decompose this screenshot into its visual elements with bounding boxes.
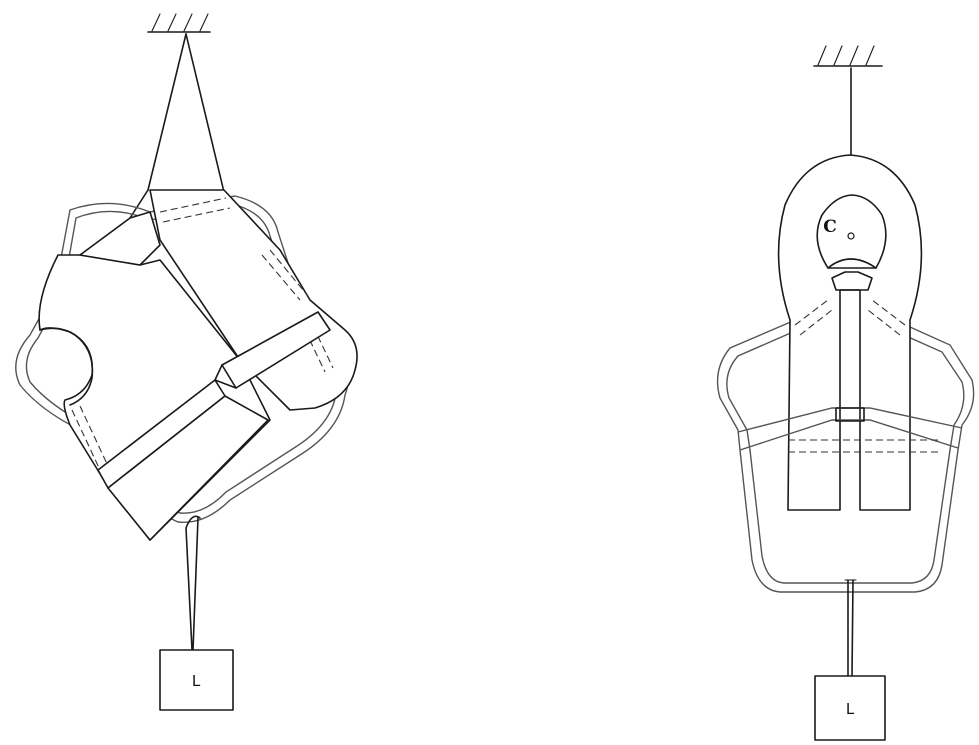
- right-figure: C L: [716, 45, 975, 741]
- right-belt-strap: [737, 407, 963, 453]
- right-collar: [777, 154, 923, 511]
- left-load-box: L: [159, 649, 234, 711]
- left-back-panel: [149, 189, 358, 411]
- right-load-label: L: [846, 700, 855, 718]
- left-load-label: L: [192, 672, 201, 690]
- right-load-line: [844, 579, 857, 677]
- left-suspension-lines: [129, 33, 225, 219]
- right-ceiling-anchor: [813, 45, 883, 67]
- right-center-point: C: [823, 217, 855, 240]
- right-load-box: L: [814, 675, 886, 741]
- left-figure: L: [15, 13, 358, 711]
- left-belt-strap: [97, 311, 331, 541]
- left-strap-outline: [15, 195, 349, 524]
- left-ceiling-anchor: [147, 13, 211, 33]
- right-strap-outline: [716, 317, 975, 593]
- right-center-label: C: [823, 217, 837, 237]
- left-load-lines: [185, 515, 201, 651]
